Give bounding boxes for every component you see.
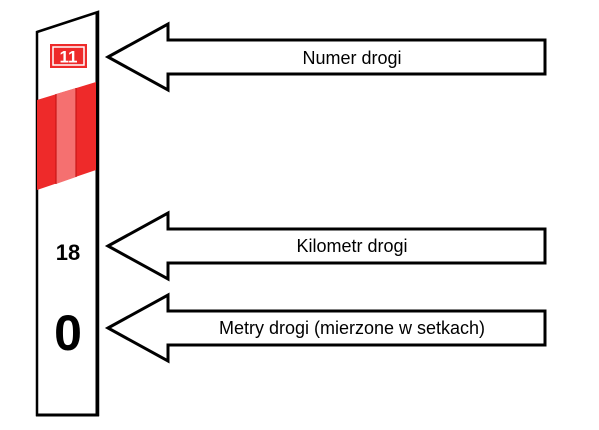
- hectometer-number: 0: [54, 305, 82, 361]
- road-marker-post: 11 18 0: [35, 10, 100, 417]
- road-number: 11: [60, 48, 78, 67]
- arrow-meters-label: Metry drogi (mierzone w setkach): [219, 318, 485, 338]
- arrow-kilometer: Kilometr drogi: [104, 210, 547, 282]
- arrow-road-number-label: Numer drogi: [302, 48, 401, 68]
- kilometer-number: 18: [56, 240, 80, 265]
- road-number-plate: [50, 44, 87, 68]
- arrow-meters: Metry drogi (mierzone w setkach): [104, 292, 547, 364]
- arrow-kilometer-shape: [104, 210, 547, 282]
- arrow-kilometer-label: Kilometr drogi: [296, 236, 407, 256]
- arrow-meters-shape: [104, 292, 547, 364]
- red-band-light-stripe: [56, 88, 76, 184]
- arrow-road-number: Numer drogi: [104, 21, 547, 93]
- arrow-road-number-shape: [104, 21, 547, 93]
- road-number-plate-border: [52, 46, 85, 66]
